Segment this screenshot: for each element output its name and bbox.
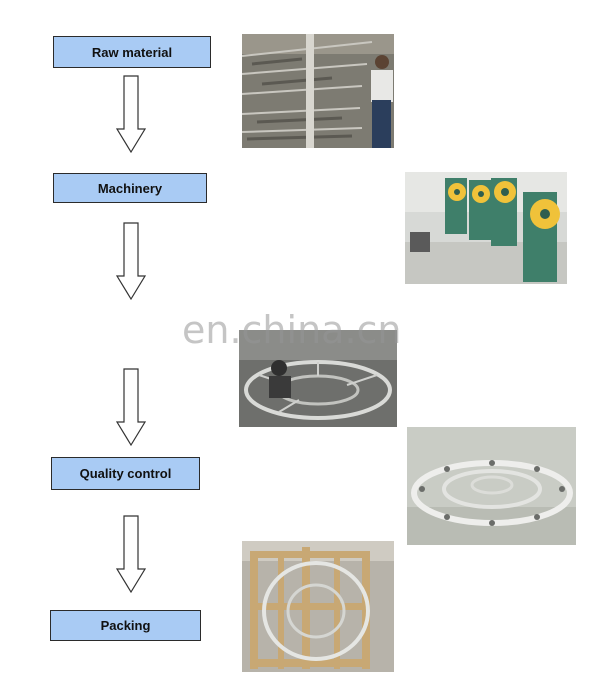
down-arrow-icon bbox=[116, 515, 146, 594]
step-quality-control: Quality control bbox=[51, 457, 200, 490]
step-label: Packing bbox=[100, 618, 151, 633]
watermark: en.china.cn bbox=[182, 308, 402, 352]
step-packing: Packing bbox=[50, 610, 201, 641]
quality-control-photo bbox=[407, 427, 576, 545]
down-arrow-icon bbox=[116, 222, 146, 301]
down-arrow-icon bbox=[116, 75, 146, 154]
step-raw-material: Raw material bbox=[53, 36, 211, 68]
fabrication-photo bbox=[239, 330, 397, 427]
step-machinery: Machinery bbox=[53, 173, 207, 203]
machinery-photo bbox=[405, 172, 567, 284]
step-label: Raw material bbox=[91, 44, 173, 60]
raw-material-photo bbox=[242, 34, 394, 148]
step-label: Quality control bbox=[79, 466, 172, 481]
step-label: Machinery bbox=[97, 180, 163, 196]
down-arrow-icon bbox=[116, 368, 146, 447]
packing-photo bbox=[242, 541, 394, 672]
